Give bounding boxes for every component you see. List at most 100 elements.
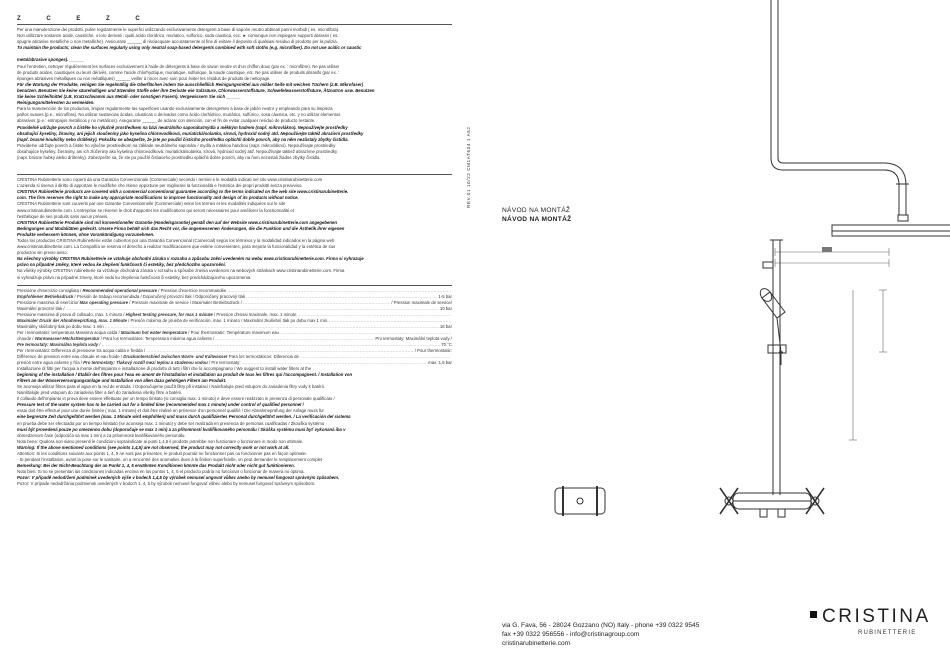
manual-title: NÁVOD NA MONTÁŽ NÁVOD NA MONTÁŽ — [502, 207, 571, 224]
spec-value: 10 bar — [439, 305, 452, 311]
note-line: eine begrenzte Zeit durchgeführt werden … — [17, 414, 351, 420]
logo-name: CRISTINA — [822, 606, 931, 627]
spec-value: 70 °C — [441, 341, 452, 347]
guarantee-line: L'azienda si riserva il diritto di appor… — [17, 183, 303, 189]
divider — [17, 24, 452, 25]
guarantee-line: www.cristinarubinetterie.com. La Compañí… — [17, 244, 336, 250]
maintenance-line: obsahující kyseliny, žíraviny, ani jejic… — [17, 130, 364, 136]
spec-label: chaude / Warmwasser-Höchsttemperatur / P… — [17, 336, 214, 342]
spec-label: Maximaler Druck der Abnahmeprüfung, max.… — [17, 318, 328, 324]
guarantee-line: právo na případné změny, které vedou ke … — [17, 262, 226, 268]
spec-value: / Pression maximale de service/ — [391, 299, 452, 305]
maintenance-line: abrasivos (p.e.: estropajos metálicos y … — [17, 118, 316, 124]
title-line-bold: NÁVOD NA MONTÁŽ — [502, 215, 572, 223]
logo-square — [810, 611, 817, 618]
spec-row: presión entre agua caliente y fría / Pro… — [17, 360, 452, 366]
maintenance-line: Für die Wartung der Produkte, reinigen S… — [17, 81, 364, 87]
maintenance-line: Reinigungsmittelresten zu vermeiden. — [17, 100, 95, 106]
guarantee-line: CRISTINA Rubinetterie products are cover… — [17, 189, 349, 195]
spec-text: Pressione massima di prova di collaudo, … — [17, 311, 126, 317]
spec-label: Différence de pression entre eau chaude … — [17, 354, 299, 360]
leader-dots: ........................................… — [246, 293, 438, 299]
specifications-section: Pressione d'esercizio consigliata / Reco… — [17, 288, 452, 366]
note-line: musí být provedená pouze po omezenou dob… — [17, 426, 346, 432]
spec-row: Pressione d'esercizio consigliata / Reco… — [17, 288, 452, 294]
maintenance-line: To maintain the products; clean the surf… — [17, 45, 362, 51]
spec-row: Maximální provozní tlak /...............… — [17, 306, 452, 312]
spec-text-emphasis: Pre termostaty: Maximálna teplota vody — [17, 341, 99, 347]
guarantee-line: Produkte verbessern können, ohne Vorankü… — [17, 231, 155, 237]
maintenance-line: Pravidelne udržujte povrch a čistite ho … — [17, 142, 336, 148]
divider — [17, 174, 452, 176]
instructions-column: Z C E Z C Per una manutenzione dei prodo… — [17, 16, 452, 488]
spec-text: / Pre termostaty: — [207, 359, 241, 365]
spec-text: / Pour thermostatic: Température maximum… — [187, 329, 279, 335]
thermostatic-mixer — [719, 487, 825, 518]
spec-row: Maximaler Druck der Abnahmeprüfung, max.… — [17, 318, 452, 324]
website-line: cristinarubinetterie.com — [502, 640, 571, 647]
spec-value: max. 1,5 bar — [428, 359, 452, 365]
guarantee-line: l'esthétique de ses produits sans aucun … — [17, 213, 109, 219]
spec-value: / Pour thermostatic: — [414, 347, 452, 353]
header-letter: C — [135, 16, 148, 22]
spec-label: Pressione massima di esercizio/ Max oper… — [17, 300, 242, 306]
spec-text: chaude / — [17, 335, 35, 341]
maintenance-line: benutzen. Benutzen Sie keine säurehaltig… — [17, 87, 375, 93]
maintenance-line: Sie keine Schleifmittel (z.B. Kratzschwa… — [17, 94, 241, 100]
spec-text-emphasis: Warmwasser-Höchsttemperatur — [34, 335, 100, 341]
note-line: Attention: Si les conditions suivants au… — [17, 450, 307, 456]
leader-dots: ........................................… — [146, 347, 414, 353]
spec-text: / Pression d'exercice recommandée — [157, 287, 227, 293]
maintenance-line: metal/abrasive sponges). ______ — [17, 57, 84, 63]
spec-text: Per i termostatici: temperatura Massima … — [17, 329, 121, 335]
spec-value: 1-5 bar — [438, 293, 452, 299]
spec-row: Empfohlener Betriebsdruck / Presión de t… — [17, 294, 452, 300]
spec-text-emphasis: Empfohlener Betriebsdruck — [17, 293, 74, 299]
spec-text: Maximálny skúšobný tlak po dobu max. 1 m… — [17, 323, 104, 329]
leader-dots: ........................................… — [297, 311, 451, 317]
title-line: NÁVOD NA MONTÁŽ — [502, 207, 571, 214]
spec-row: Pressione massima di prova di collaudo, … — [17, 312, 452, 318]
note-line: Il collaudo dell'impianto in prova deve … — [17, 396, 335, 402]
spec-row: Pressione massima di esercizio/ Max oper… — [17, 300, 452, 306]
note-line: beginning of the installation / Établir … — [17, 371, 353, 377]
guarantee-line: www.cristinarubinetterie.com. L'entrepri… — [17, 207, 295, 213]
upper-pipe — [770, 0, 779, 158]
leader-dots: ........................................… — [227, 287, 451, 293]
address-line: via G. Fava, 56 - 28024 Gozzano (NO) Ita… — [502, 622, 700, 629]
leader-dots: ........................................… — [329, 317, 451, 323]
spec-text: Per i termostatici: Differenza di pressi… — [17, 347, 146, 353]
spec-text: / — [98, 341, 101, 347]
contact-info: via G. Fava, 56 - 28024 Gozzano (NO) Ita… — [502, 621, 699, 648]
note-line: - Si pendant l'installation, avant la po… — [17, 457, 323, 463]
spec-text: Para los termostáticos: Diferencia de — [227, 353, 299, 359]
maintenance-line: Non utilizzare sostanze acide, caustiche… — [17, 33, 339, 39]
mounting-detail — [554, 486, 606, 516]
maintenance-line: de produits acides, caustiques ou leurs … — [17, 69, 340, 75]
note-line: en prueba debe ser efectuada por un tiem… — [17, 420, 325, 426]
spec-row: Per i termostatici: Differenza di pressi… — [17, 348, 452, 354]
note-line: Pozor: V prípade nedodržania podmienok u… — [17, 481, 316, 487]
maintenance-line: Pour l'entretien, nettoyer régulièrement… — [17, 63, 340, 69]
maintenance-line: éponges abrasives métalliques ou non mét… — [17, 75, 271, 81]
language-header: Z C E Z C — [17, 16, 452, 22]
spec-text: Pressione massima di esercizio/ — [17, 299, 80, 305]
wall-bracket — [762, 261, 774, 269]
spec-row: Pre termostaty: Maximálna teplota vody /… — [17, 342, 452, 348]
main-pipe — [770, 239, 783, 495]
spec-label: Pressione d'esercizio consigliata / Reco… — [17, 288, 226, 294]
leader-dots: ........................................… — [241, 359, 428, 365]
spec-text: Pressione d'esercizio consigliata / — [17, 287, 83, 293]
leader-dots: ........................................… — [65, 305, 439, 311]
leader-dots: ........................................… — [279, 329, 451, 335]
spec-text: Différence de pression entre eau chaude … — [17, 353, 124, 359]
guarantee-line: productos sin previo aviso. — [17, 250, 68, 256]
spec-value: 16 bar — [439, 323, 452, 329]
leader-dots: ........................................… — [242, 299, 390, 305]
maintenance-line: paños suaves (p.e.: microfibra). No util… — [17, 112, 341, 118]
spec-label: Pre termostaty: Maximálna teplota vody / — [17, 342, 101, 348]
spec-row: Différence de pression entre eau chaude … — [17, 354, 452, 360]
spec-text-emphasis: Highest testing pressure, for max 1 minu… — [125, 311, 213, 317]
note-line: obmedzenom čase (odporúča sa max 1 min) … — [17, 432, 186, 438]
header-letter: Z — [106, 16, 118, 22]
